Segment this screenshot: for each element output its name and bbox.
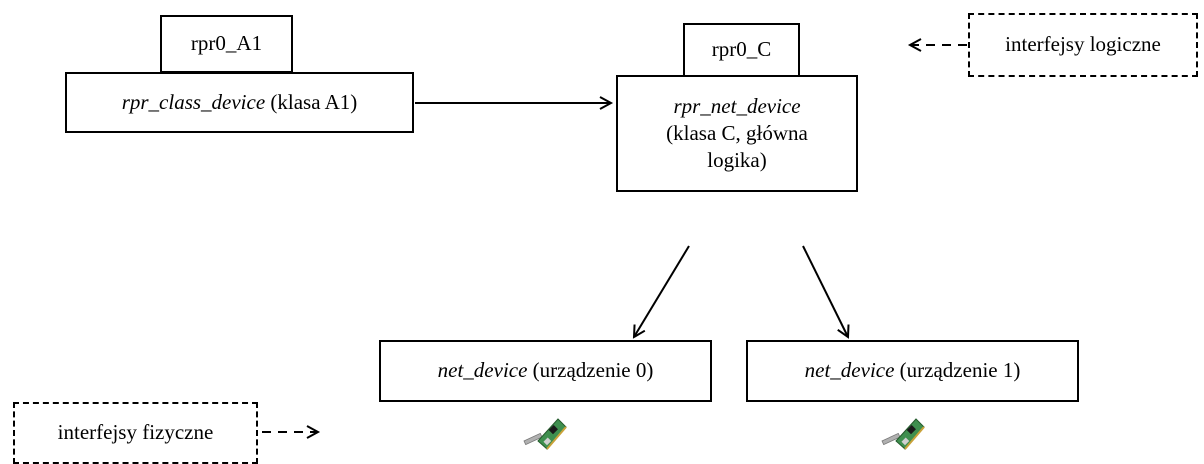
class-device-name: rpr_class_device: [121, 89, 266, 114]
physical-interfaces-label: interfejsy fizyczne: [57, 420, 214, 445]
device-0-box: net_device (urządzenie 0): [379, 340, 712, 402]
device-0-label: net_device (urządzenie 0): [438, 357, 654, 384]
rpr0-a1-label: rpr0_A1: [190, 31, 263, 56]
network-card-icon: [523, 418, 567, 450]
class-device-label: rpr_class_device (klasa A1): [122, 89, 358, 116]
device-1-box: net_device (urządzenie 1): [746, 340, 1079, 402]
rpr0-c-label: rpr0_C: [711, 37, 772, 62]
logical-interfaces-label: interfejsy logiczne: [1005, 32, 1161, 57]
class-device-desc: (klasa A1): [265, 89, 358, 114]
net-device-main-box: rpr_net_device (klasa C, główna logika): [616, 75, 858, 192]
logical-interfaces-note: interfejsy logiczne: [968, 13, 1198, 77]
device-1-label: net_device (urządzenie 1): [805, 357, 1021, 384]
net-device-main-desc-1: (klasa C, główna: [666, 120, 808, 145]
arrow-to-device-0: [632, 245, 690, 339]
device-0-desc: (urządzenie 0): [527, 358, 654, 383]
net-device-main-desc-2: logika): [707, 148, 767, 173]
class-device-box: rpr_class_device (klasa A1): [65, 72, 414, 133]
device-1-name: net_device: [804, 358, 895, 383]
device-0-name: net_device: [437, 358, 528, 383]
device-1-desc: (urządzenie 1): [894, 358, 1021, 383]
net-device-main-name: rpr_net_device: [673, 93, 801, 118]
arrow-to-device-1: [802, 245, 850, 339]
rpr0-c-box: rpr0_C: [683, 23, 800, 77]
physical-interfaces-note: interfejsy fizyczne: [13, 402, 258, 464]
network-card-icon: [881, 418, 925, 450]
rpr0-a1-box: rpr0_A1: [160, 15, 293, 73]
